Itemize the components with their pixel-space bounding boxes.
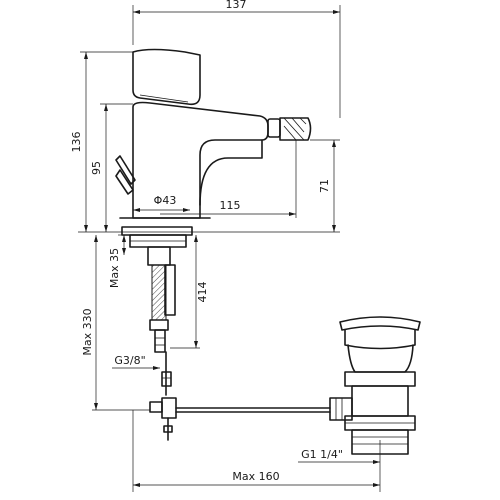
- deck-base: [119, 217, 211, 248]
- pull-rod: [161, 351, 172, 396]
- popup-rod: [115, 155, 136, 195]
- dim-95: 95: [90, 161, 103, 175]
- waste-drain: [329, 316, 421, 455]
- dim-diameter-43: Φ43: [154, 194, 177, 207]
- aerator-outlet: [267, 117, 312, 141]
- dim-g114: G1 1/4": [301, 448, 343, 461]
- dimension-lines: [78, 5, 381, 492]
- dim-137: 137: [226, 0, 247, 11]
- clevis-linkage: [149, 397, 331, 441]
- dim-136: 136: [70, 132, 83, 153]
- dim-max-330: Max 330: [81, 308, 94, 355]
- lever-handle: [132, 48, 201, 106]
- supply-hoses: [147, 246, 176, 353]
- dim-max-35: Max 35: [108, 248, 121, 288]
- dim-g38: G3/8": [114, 354, 145, 367]
- dim-115: 115: [220, 199, 241, 212]
- dim-414: 414: [196, 282, 209, 303]
- dim-max-160: Max 160: [232, 470, 279, 483]
- dim-71: 71: [318, 179, 331, 193]
